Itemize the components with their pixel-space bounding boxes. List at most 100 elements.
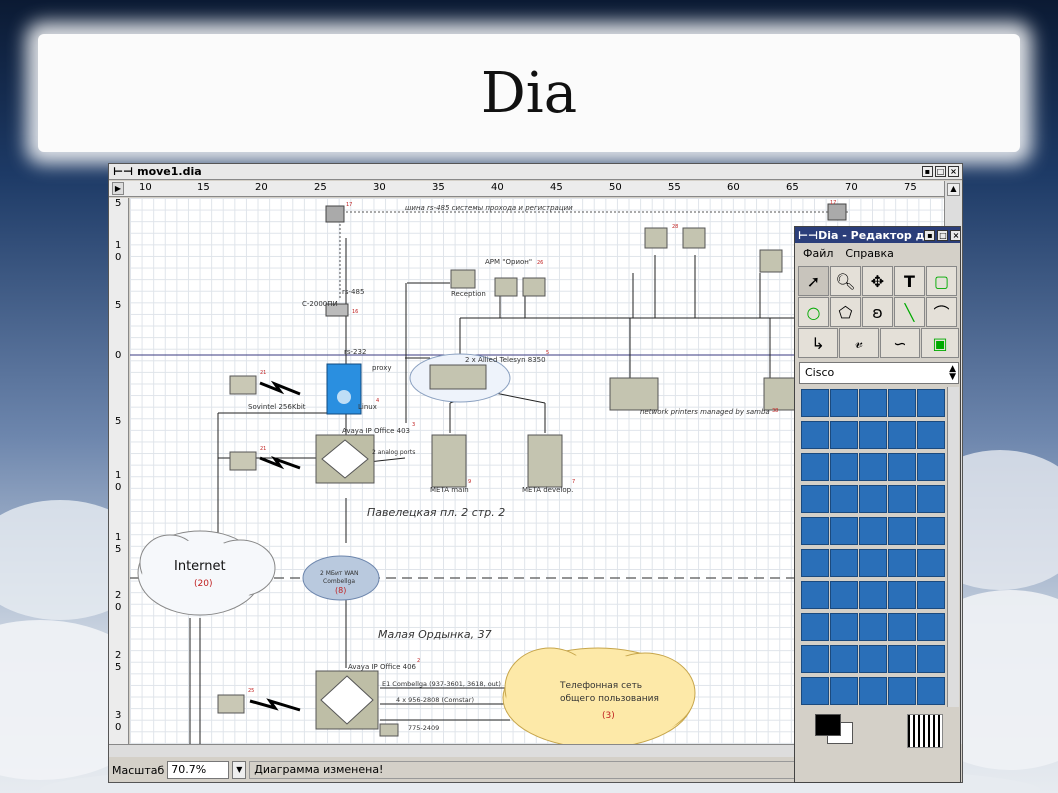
zoom-dropdown-icon[interactable]: ▼ (232, 761, 247, 779)
cisco-shape-icon[interactable] (859, 517, 887, 545)
menu-file[interactable]: Файл (803, 246, 834, 260)
cisco-shape-icon[interactable] (917, 581, 945, 609)
workstation-icon[interactable] (644, 227, 668, 249)
toolbox-titlebar[interactable]: ⊢⊣ Dia - Редактор д ▪ □ × (795, 227, 960, 243)
arc-tool-icon[interactable]: ⌒ (926, 297, 957, 327)
cisco-shape-icon[interactable] (830, 485, 858, 513)
zoom-input[interactable]: 70.7% (167, 761, 230, 779)
cisco-shape-icon[interactable] (888, 677, 916, 705)
cisco-shape-icon[interactable] (801, 581, 829, 609)
menu-help[interactable]: Справка (845, 246, 894, 260)
sheet-selector[interactable]: Cisco ▲▼ (799, 362, 959, 384)
modem-icon[interactable] (217, 694, 245, 714)
cisco-shape-icon[interactable] (917, 517, 945, 545)
cisco-shape-icon[interactable] (801, 549, 829, 577)
cisco-shape-icon[interactable] (888, 549, 916, 577)
cisco-shape-icon[interactable] (801, 453, 829, 481)
scroll-up-icon[interactable]: ▲ (947, 183, 960, 196)
cisco-shape-icon[interactable] (859, 549, 887, 577)
cisco-shape-icon[interactable] (830, 581, 858, 609)
ellipse-tool-icon[interactable]: ○ (798, 297, 829, 327)
cisco-shape-icon[interactable] (917, 613, 945, 641)
cisco-shape-icon[interactable] (830, 613, 858, 641)
move-tool-icon[interactable]: ✥ (862, 266, 893, 296)
cisco-shape-icon[interactable] (859, 645, 887, 673)
small-device-icon[interactable] (379, 723, 399, 737)
network-printer-icon[interactable] (609, 377, 659, 411)
cisco-shape-icon[interactable] (801, 613, 829, 641)
cisco-shape-icon[interactable] (830, 421, 858, 449)
pointer-tool-icon[interactable]: ➚ (798, 266, 829, 296)
ruler-menu-arrow-icon[interactable]: ▶ (112, 182, 124, 195)
cisco-shape-icon[interactable] (859, 581, 887, 609)
cisco-shape-icon[interactable] (830, 517, 858, 545)
cisco-shape-icon[interactable] (859, 389, 887, 417)
cisco-shape-icon[interactable] (801, 517, 829, 545)
cisco-shape-icon[interactable] (888, 485, 916, 513)
minimize-button[interactable]: ▪ (922, 166, 933, 177)
cisco-shape-icon[interactable] (917, 421, 945, 449)
cisco-shape-icon[interactable] (859, 485, 887, 513)
cisco-shape-icon[interactable] (859, 421, 887, 449)
horizontal-scrollbar[interactable] (109, 744, 944, 757)
cisco-shape-icon[interactable] (888, 421, 916, 449)
window-menu-icon[interactable]: ⊢⊣ (798, 228, 819, 242)
switch-stack-icon[interactable] (429, 364, 487, 390)
shape-palette-scrollbar[interactable] (947, 387, 959, 707)
cisco-shape-icon[interactable] (917, 645, 945, 673)
foreground-color-swatch[interactable] (815, 714, 841, 736)
cisco-shape-icon[interactable] (859, 453, 887, 481)
cisco-shape-icon[interactable] (888, 613, 916, 641)
cisco-shape-icon[interactable] (801, 645, 829, 673)
cisco-shape-icon[interactable] (917, 453, 945, 481)
cisco-shape-icon[interactable] (888, 453, 916, 481)
close-button[interactable]: × (948, 166, 959, 177)
access-controller-icon[interactable] (827, 203, 847, 221)
text-tool-icon[interactable]: T (894, 266, 925, 296)
maximize-button[interactable]: □ (937, 229, 949, 241)
wan-cloud[interactable] (302, 555, 380, 601)
cisco-shape-icon[interactable] (801, 677, 829, 705)
cisco-shape-icon[interactable] (917, 485, 945, 513)
internet-cloud[interactable] (137, 530, 276, 616)
cisco-shape-icon[interactable] (830, 453, 858, 481)
pstn-cloud[interactable] (502, 647, 696, 744)
bezier-tool-icon[interactable]: ∽ (880, 328, 920, 358)
workstation-icon[interactable] (494, 277, 518, 297)
workstation-icon[interactable] (682, 227, 706, 249)
cisco-shape-icon[interactable] (888, 517, 916, 545)
cisco-shape-icon[interactable] (801, 389, 829, 417)
diagram-window-titlebar[interactable]: ⊢⊣ move1.dia ▪ □ × (109, 164, 962, 180)
line-style-selector[interactable] (907, 714, 943, 748)
beziergon-tool-icon[interactable]: ʚ (862, 297, 893, 327)
close-button[interactable]: × (950, 229, 960, 241)
cisco-shape-icon[interactable] (917, 389, 945, 417)
reception-phone-icon[interactable] (450, 269, 476, 289)
workstation-icon[interactable] (759, 249, 783, 273)
cisco-shape-icon[interactable] (859, 613, 887, 641)
workstation-icon[interactable] (522, 277, 546, 297)
modem-icon[interactable] (229, 451, 257, 471)
cisco-shape-icon[interactable] (888, 389, 916, 417)
window-menu-icon[interactable]: ⊢⊣ (113, 165, 134, 178)
cisco-shape-icon[interactable] (888, 645, 916, 673)
cisco-shape-icon[interactable] (859, 677, 887, 705)
modem-icon[interactable] (229, 375, 257, 395)
cisco-shape-icon[interactable] (830, 645, 858, 673)
c2000-converter-icon[interactable] (325, 303, 349, 317)
minimize-button[interactable]: ▪ (924, 229, 936, 241)
access-controller-icon[interactable] (325, 205, 345, 223)
box-tool-icon[interactable]: ▢ (926, 266, 957, 296)
linux-firewall-icon[interactable] (326, 363, 362, 415)
zigzag-tool-icon[interactable]: ↳ (798, 328, 838, 358)
polyline-tool-icon[interactable]: 𝓋 (839, 328, 879, 358)
line-tool-icon[interactable]: ╲ (894, 297, 925, 327)
polygon-tool-icon[interactable]: ⬠ (830, 297, 861, 327)
cisco-shape-icon[interactable] (917, 677, 945, 705)
image-tool-icon[interactable]: ▣ (921, 328, 959, 358)
cisco-shape-icon[interactable] (888, 581, 916, 609)
maximize-button[interactable]: □ (935, 166, 946, 177)
server-meta-develop-icon[interactable] (527, 434, 563, 488)
cisco-shape-icon[interactable] (830, 677, 858, 705)
cisco-shape-icon[interactable] (830, 549, 858, 577)
